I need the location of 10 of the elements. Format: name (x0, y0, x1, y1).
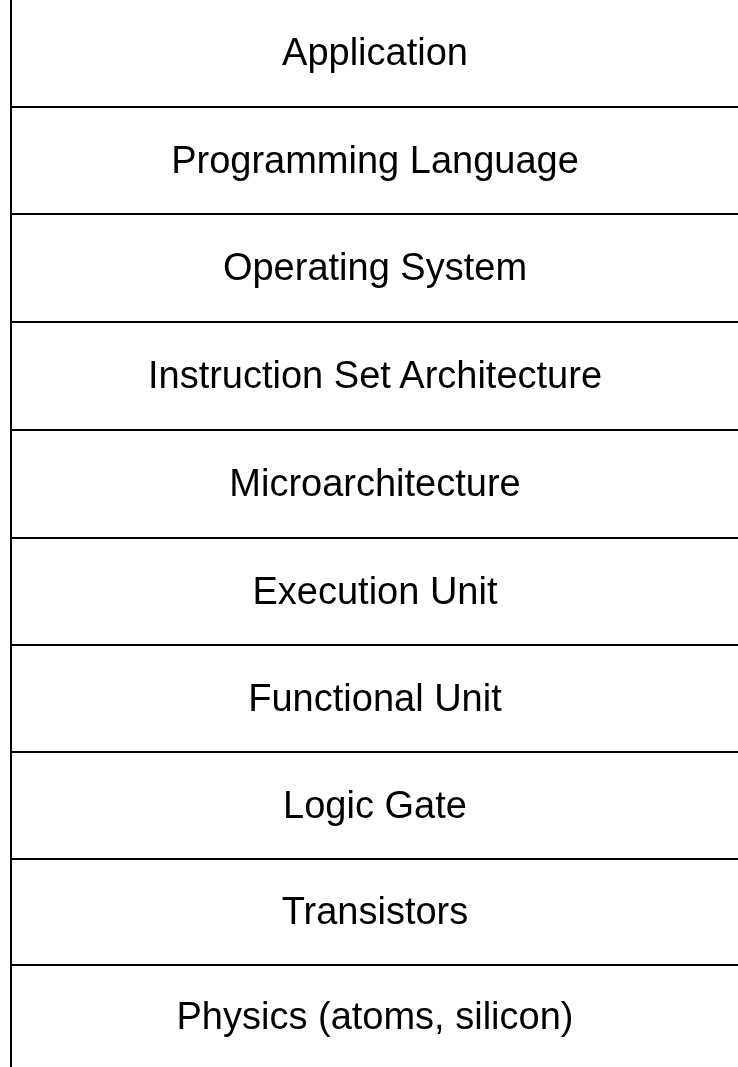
layer-label: Application (282, 30, 468, 76)
layer-label: Functional Unit (248, 675, 502, 721)
layer-label: Execution Unit (252, 568, 498, 614)
layer-label: Operating System (222, 245, 528, 291)
layer-label: Transistors (281, 889, 469, 935)
layer-label: Programming Language (171, 137, 579, 183)
layer-label: Physics (atoms, silicon) (176, 993, 574, 1039)
layer-label: Microarchitecture (229, 461, 521, 507)
layer-label: Logic Gate (283, 782, 467, 828)
layer-label: Instruction Set Architecture (147, 353, 603, 399)
